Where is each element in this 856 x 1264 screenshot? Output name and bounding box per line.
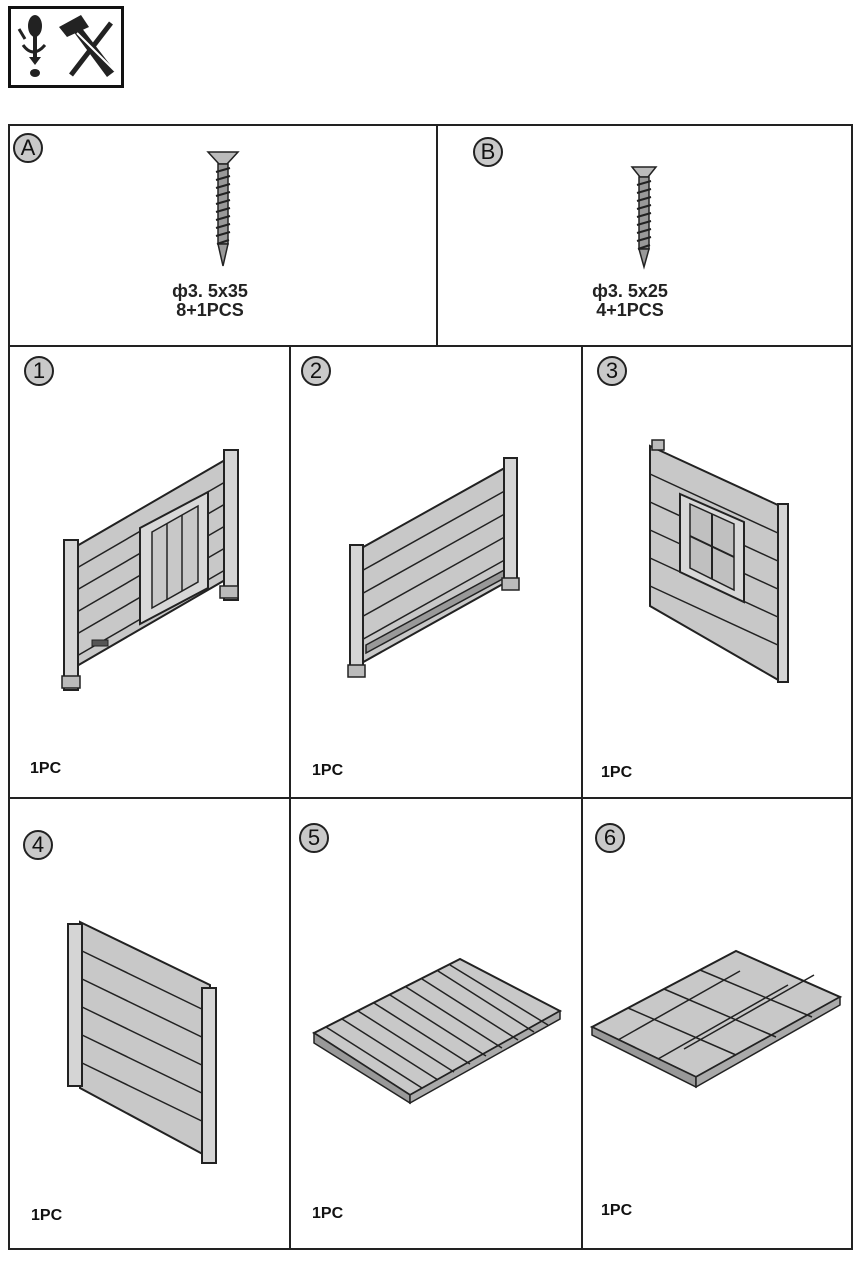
hardware-a-qty: 8+1PCS [176,300,244,320]
hardware-divider [436,124,438,346]
part-2-illustration [347,457,520,678]
frame-top [8,124,853,126]
frame-left [8,124,10,1250]
part-6-qty: 1PC [601,1202,633,1219]
hardware-b-qty: 4+1PCS [596,300,664,320]
frame-bottom [8,1248,853,1250]
screw-b-icon [630,166,658,270]
hardware-label-b: B [473,137,503,167]
part-1-qty: 1PC [30,760,62,777]
part-2-qty: 1PC [312,762,344,779]
hardware-a-spec: ф3. 5x35 [172,281,248,301]
hardware-label-a: A [13,133,43,163]
part-2-number: 2 [301,356,331,386]
part-3-illustration [649,439,789,683]
hardware-b-spec: ф3. 5x25 [592,281,668,301]
part-4-number: 4 [23,830,53,860]
row-divider-2 [8,797,853,799]
part-6-number: 6 [595,823,625,853]
part-4-qty: 1PC [31,1207,63,1224]
screwdriver-icon [17,15,47,77]
col-divider-2 [581,345,583,1249]
frame-right [851,124,853,1250]
part-5-qty: 1PC [312,1205,344,1222]
no-hammer-icon [59,15,116,77]
part-3-qty: 1PC [601,764,633,781]
part-4-illustration [67,920,217,1164]
part-6-illustration [589,949,843,1089]
part-3-number: 3 [597,356,627,386]
part-5-illustration [311,957,563,1105]
screw-a-icon [206,151,240,267]
part-5-number: 5 [299,823,329,853]
part-1-number: 1 [24,356,54,386]
tool-icon-box [8,6,124,88]
row-divider-1 [8,345,853,347]
col-divider-1 [289,345,291,1249]
part-1-illustration [61,449,239,691]
